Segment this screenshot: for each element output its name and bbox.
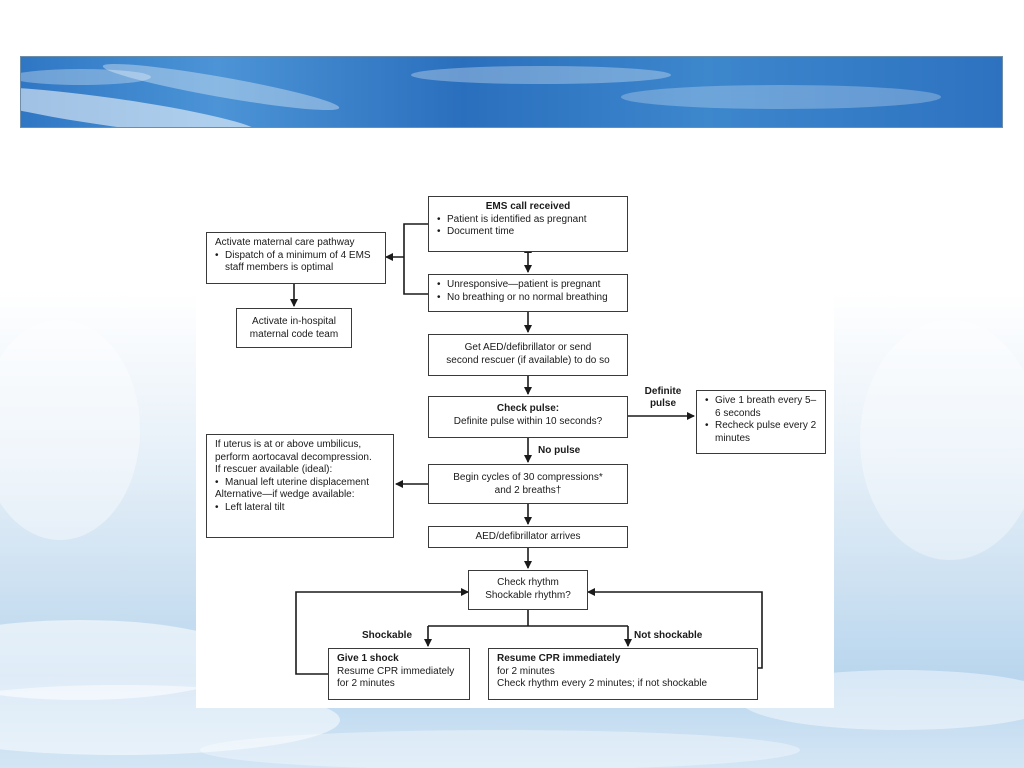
unresponsive-bullet: No breathing or no normal breathing	[437, 292, 619, 305]
give-shock-line3: for 2 minutes	[337, 678, 395, 689]
definite-pulse-label: Definite pulse	[638, 386, 688, 410]
give-shock-box: Give 1 shock Resume CPR immediately for …	[328, 648, 470, 700]
give-breath-bullet: Recheck pulse every 2 minutes	[705, 420, 817, 445]
maternal-pathway-title: Activate maternal care pathway	[215, 237, 355, 248]
check-rhythm-line1: Check rhythm	[497, 577, 559, 588]
uterus-bullet1: Manual left uterine displacement	[215, 477, 385, 490]
uterus-line3: If rescuer available (ideal):	[215, 464, 333, 475]
maternal-pathway-bullet: Dispatch of a minimum of 4 EMS staff mem…	[215, 250, 377, 275]
ems-call-received-box: EMS call received Patient is identified …	[428, 196, 628, 252]
check-rhythm-box: Check rhythm Shockable rhythm?	[468, 570, 588, 610]
aed-arrives-text: AED/defibrillator arrives	[475, 531, 581, 542]
definite-pulse-line1: Definite	[644, 386, 682, 397]
not-shockable-label: Not shockable	[634, 630, 703, 641]
header-banner	[20, 56, 1003, 128]
resume-cpr-title: Resume CPR immediately	[497, 653, 621, 664]
unresponsive-bullet: Unresponsive—patient is pregnant	[437, 279, 619, 292]
give-shock-line2: Resume CPR immediately	[337, 665, 455, 677]
banner-clouds	[21, 63, 941, 127]
give-shock-title: Give 1 shock	[337, 653, 399, 664]
get-aed-box: Get AED/defibrillator or send second res…	[428, 334, 628, 376]
get-aed-line1: Get AED/defibrillator or send	[464, 342, 592, 353]
flowchart-figure: EMS call received Patient is identified …	[196, 190, 834, 708]
unresponsive-box: Unresponsive—patient is pregnant No brea…	[428, 274, 628, 312]
shockable-label: Shockable	[362, 630, 413, 641]
flowchart-connectors	[290, 223, 763, 675]
code-team-line2: maternal code team	[249, 328, 339, 340]
resume-cpr-box: Resume CPR immediately for 2 minutes Che…	[488, 648, 758, 700]
get-aed-line2: second rescuer (if available) to do so	[446, 354, 610, 366]
aortocaval-decompression-box: If uterus is at or above umbilicus, perf…	[206, 434, 394, 538]
maternal-code-team-box: Activate in-hospital maternal code team	[236, 308, 352, 348]
code-team-line1: Activate in-hospital	[252, 316, 336, 327]
ems-bullet: Document time	[437, 226, 619, 239]
no-pulse-label: No pulse	[538, 445, 581, 456]
aed-arrives-box: AED/defibrillator arrives	[428, 526, 628, 548]
begin-cycles-line1: Begin cycles of 30 compressions*	[453, 472, 603, 483]
uterus-line1: If uterus is at or above umbilicus,	[215, 439, 362, 450]
give-breath-box: Give 1 breath every 5–6 seconds Recheck …	[696, 390, 826, 454]
ems-call-title: EMS call received	[485, 201, 571, 212]
resume-cpr-line2: for 2 minutes	[497, 665, 555, 677]
uterus-bullet2: Left lateral tilt	[215, 502, 385, 515]
resume-cpr-line3: Check rhythm every 2 minutes; if not sho…	[497, 678, 708, 689]
definite-pulse-line2: pulse	[649, 398, 677, 409]
check-pulse-title: Check pulse:	[496, 403, 560, 414]
ems-bullet: Patient is identified as pregnant	[437, 214, 619, 227]
check-pulse-box: Check pulse: Definite pulse within 10 se…	[428, 396, 628, 438]
check-pulse-question: Definite pulse within 10 seconds?	[453, 415, 603, 427]
maternal-care-pathway-box: Activate maternal care pathway Dispatch …	[206, 232, 386, 284]
begin-cycles-line2: and 2 breaths†	[494, 484, 562, 496]
begin-cycles-box: Begin cycles of 30 compressions* and 2 b…	[428, 464, 628, 504]
check-rhythm-line2: Shockable rhythm?	[485, 589, 571, 601]
uterus-line2: perform aortocaval decompression.	[215, 451, 372, 463]
uterus-line4: Alternative—if wedge available:	[215, 489, 355, 500]
give-breath-bullet: Give 1 breath every 5–6 seconds	[705, 395, 817, 420]
